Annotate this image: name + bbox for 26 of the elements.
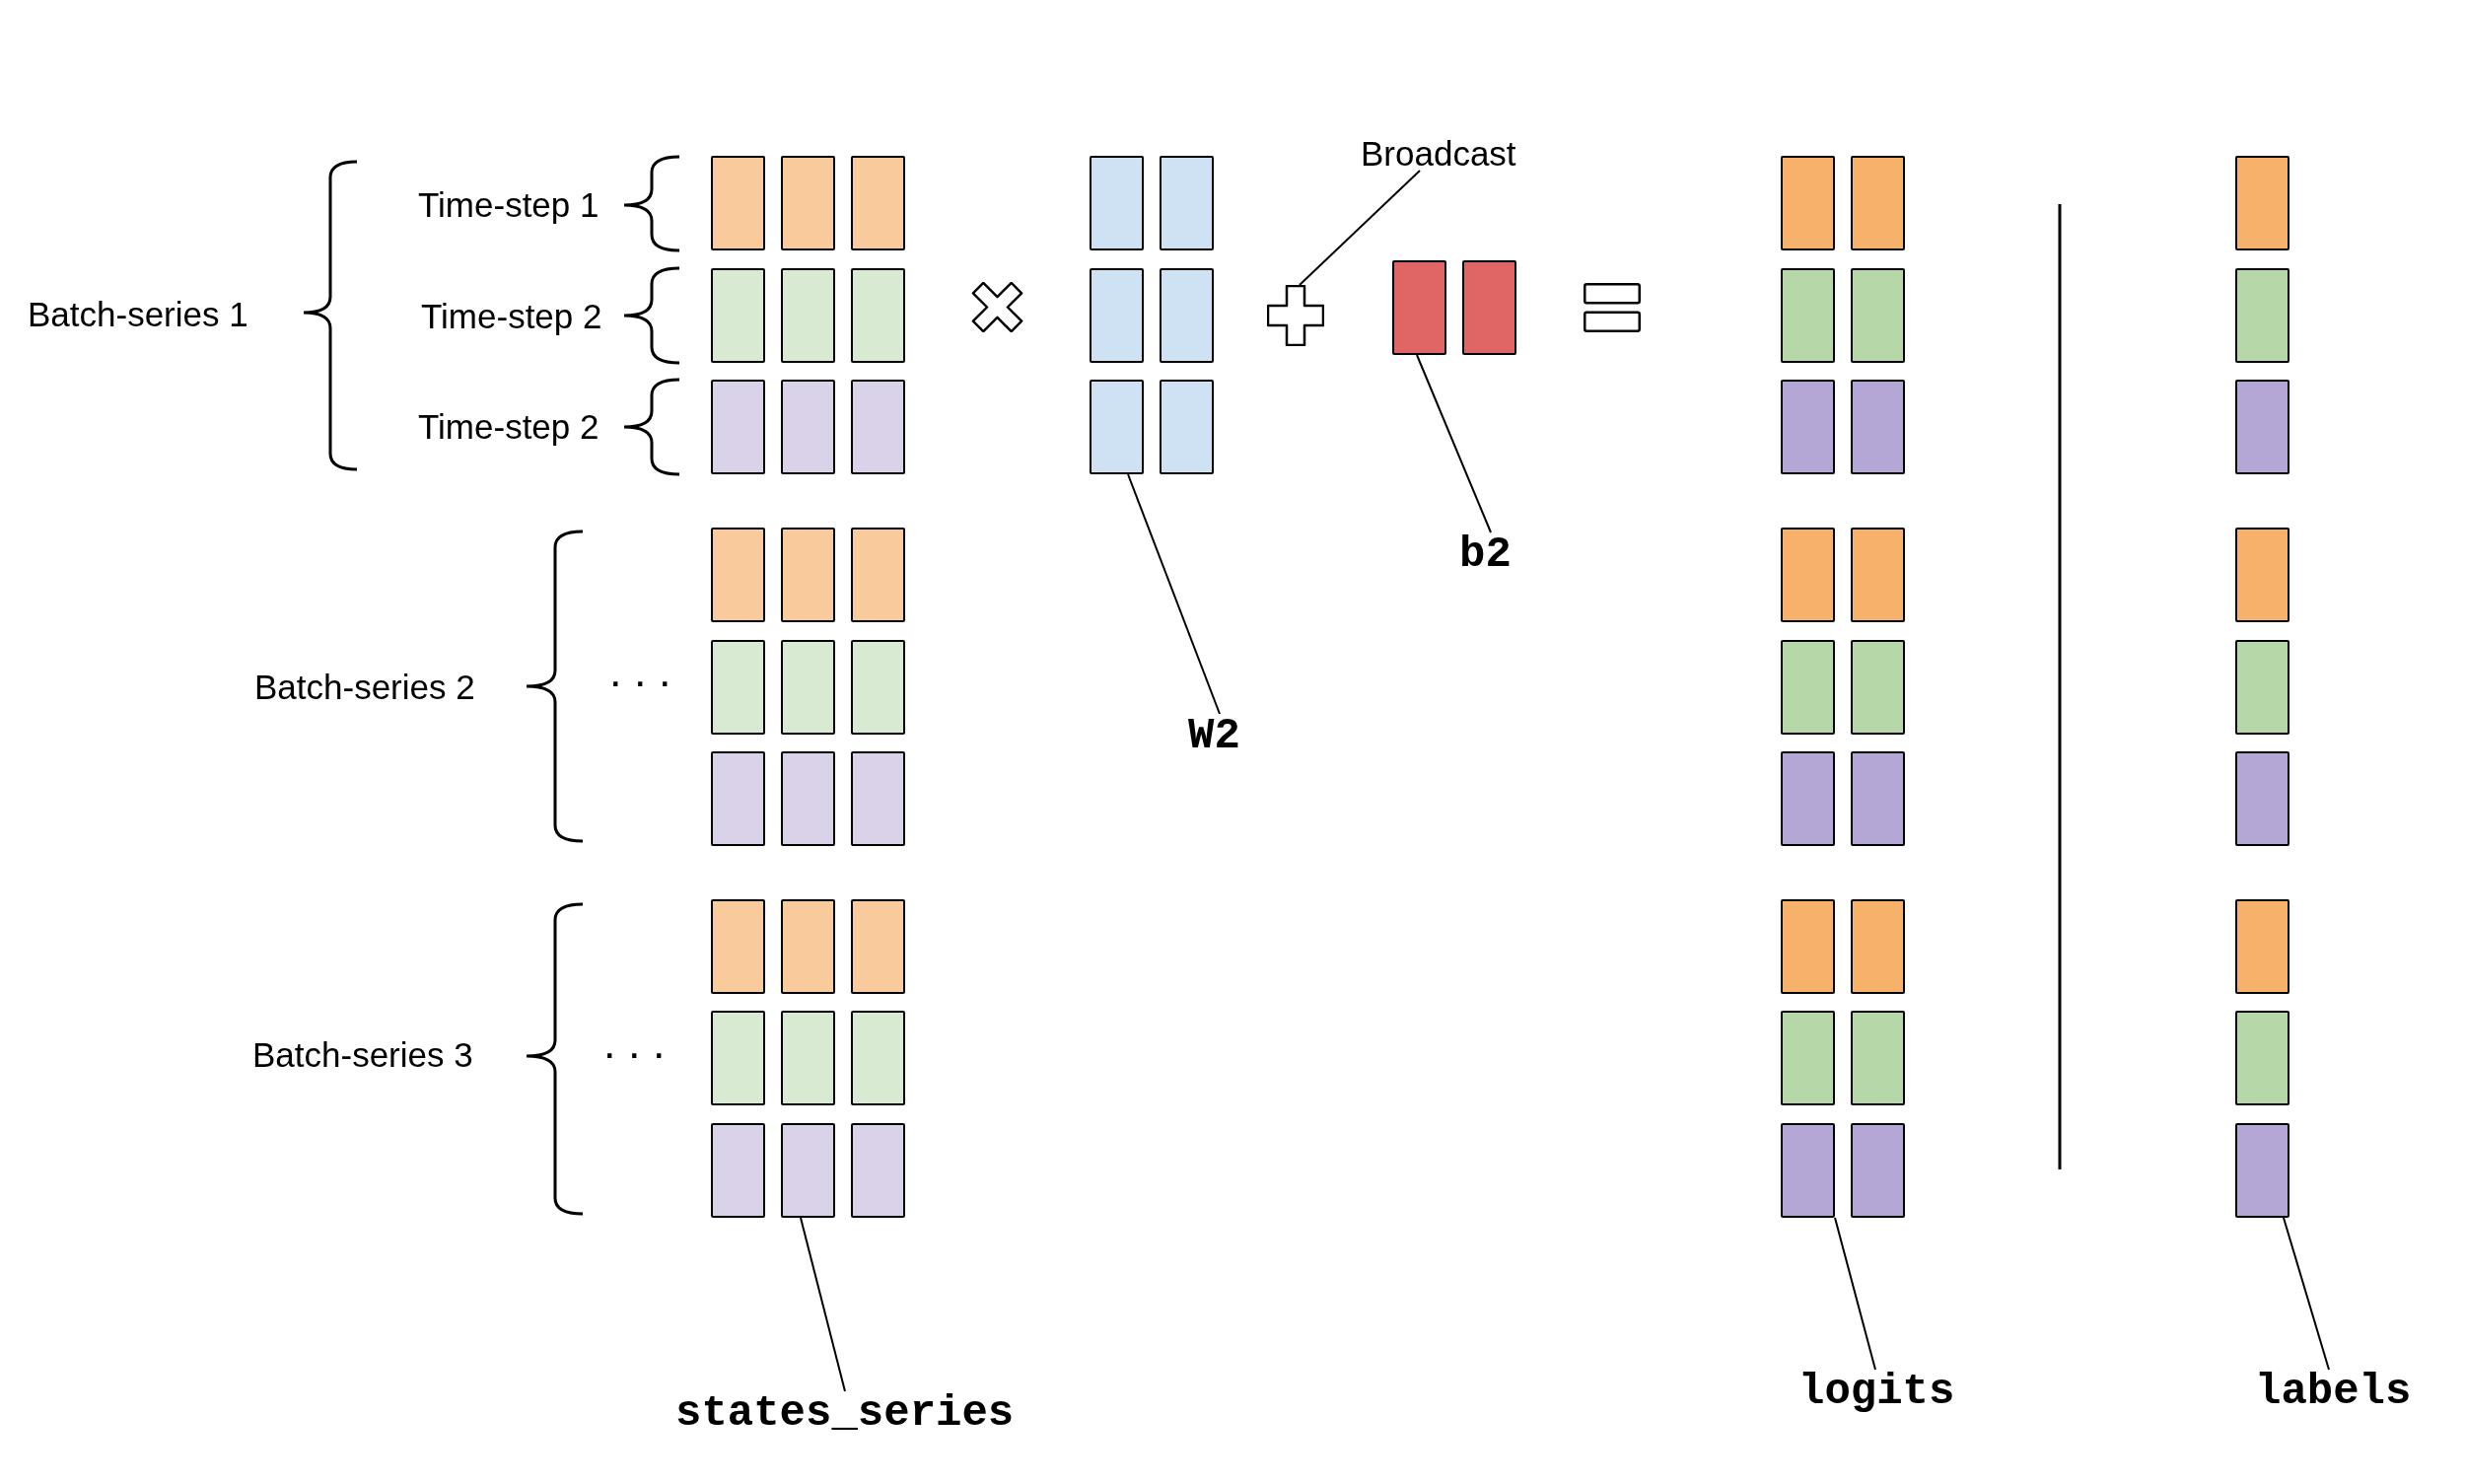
time-step-label: Time-step 2 [418,409,599,444]
variable-label: W2 [1188,714,1240,757]
leader-line [1416,354,1492,533]
ellipsis: . . . [609,649,671,693]
leader-line [2283,1217,2330,1371]
leader-line [1834,1217,1876,1371]
matrix [2235,156,2289,1218]
batch-series-label: Batch-series 2 [254,670,475,704]
leader-line [800,1217,846,1392]
leader-line [1299,170,1421,286]
time-step-label: Time-step 1 [418,187,599,222]
ellipsis: . . . [603,1021,666,1065]
plus-icon [1267,285,1324,346]
variable-label: b2 [1459,532,1512,576]
variable-label: logits [1798,1370,1955,1413]
annotation-label: Broadcast [1361,136,1516,171]
matrix [1090,156,1214,474]
variable-label: labels [2255,1370,2412,1413]
matrix [1392,260,1516,355]
time-step-label: Time-step 2 [421,299,602,333]
batch-series-label: Batch-series 3 [252,1037,473,1072]
matrix [1781,156,1905,1218]
variable-label: states_series [675,1391,1015,1435]
leader-line [1127,473,1221,715]
batch-series-label: Batch-series 1 [28,297,248,331]
matrix [711,156,905,1218]
